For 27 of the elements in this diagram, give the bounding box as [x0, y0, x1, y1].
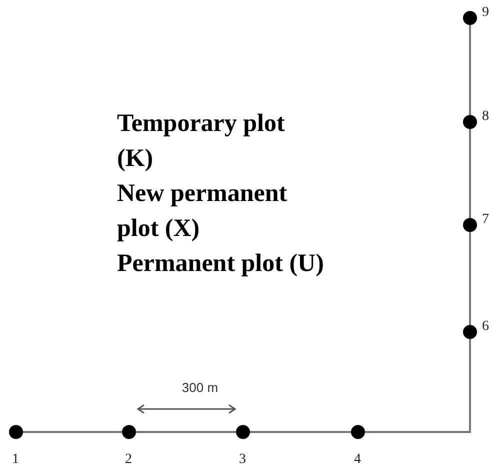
plot-number: 6: [482, 320, 489, 334]
connector-line: [469, 25, 471, 115]
plot-marker: [9, 425, 23, 439]
connector-line: [250, 431, 351, 433]
plot-marker: [463, 115, 477, 129]
plot-number: 3: [239, 453, 246, 467]
plot-number: 1: [12, 453, 19, 467]
plot-type-text: New permanent plot (X): [117, 179, 288, 244]
plot-marker: [122, 425, 136, 439]
plot-marker: [463, 325, 477, 339]
dimension-label: 300 m: [180, 380, 220, 396]
connector-line: [136, 431, 236, 433]
plot-marker: [236, 425, 250, 439]
plot-marker: [463, 11, 477, 25]
plot-number: 7: [482, 213, 489, 227]
plot-number: 2: [125, 453, 132, 467]
plot-number: 8: [482, 110, 489, 124]
plot-marker: [463, 218, 477, 232]
connector-line: [23, 431, 122, 433]
connector-line: [469, 232, 471, 325]
plot-type-text: Temporary plot (K): [117, 109, 286, 174]
plot-type-text: Permanent plot (U): [117, 249, 325, 279]
plot-marker: [351, 425, 365, 439]
connector-line: [469, 129, 471, 218]
connector-line: [365, 339, 471, 433]
plot-number: 4: [354, 453, 361, 467]
plot-number: 9: [482, 6, 489, 20]
